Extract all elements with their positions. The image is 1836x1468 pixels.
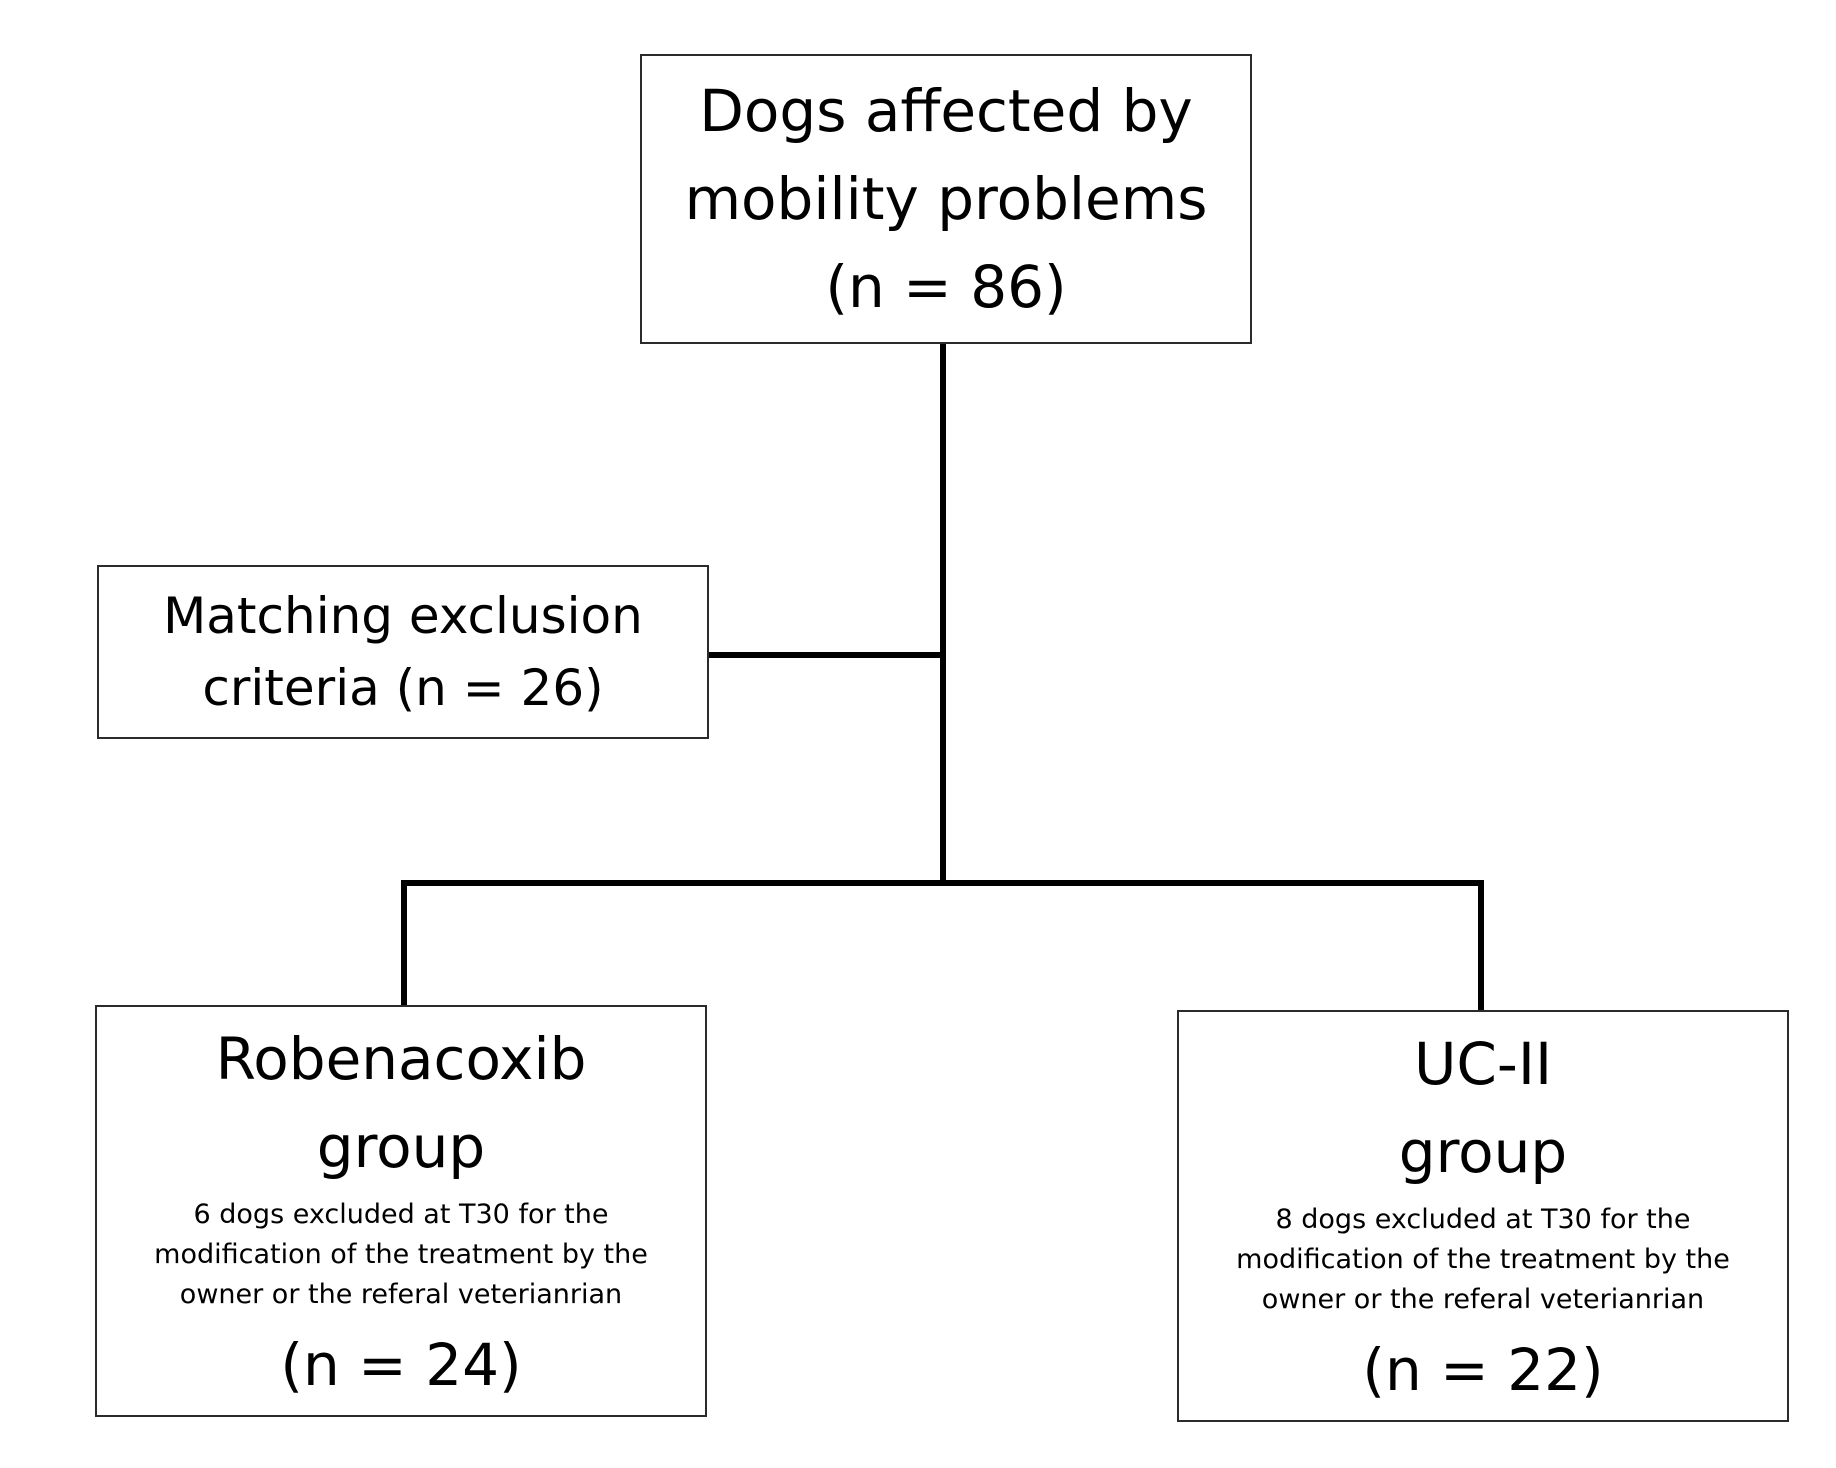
robenacoxib-title-line-2: group bbox=[316, 1113, 486, 1181]
robenacoxib-note-line-1: 6 dogs excluded at T30 for the bbox=[193, 1199, 609, 1230]
root-node-line-3: (n = 86) bbox=[825, 253, 1067, 321]
ucii-group-node: UC-II group 8 dogs excluded at T30 for t… bbox=[1177, 1010, 1789, 1422]
root-node-line-1: Dogs affected by bbox=[699, 77, 1193, 145]
ucii-exclusion-note: 8 dogs excluded at T30 for the modificat… bbox=[1236, 1200, 1730, 1320]
exclusion-node-line-1: Matching exclusion bbox=[163, 587, 643, 645]
ucii-note-line-3: owner or the referal veterianrian bbox=[1261, 1284, 1705, 1315]
ucii-title-line-1: UC-II bbox=[1413, 1030, 1553, 1098]
ucii-note-line-1: 8 dogs excluded at T30 for the bbox=[1275, 1204, 1691, 1235]
root-node-dogs-affected: Dogs affected by mobility problems (n = … bbox=[640, 54, 1252, 344]
robenacoxib-note-line-2: modification of the treatment by the bbox=[154, 1239, 648, 1270]
robenacoxib-group-node: Robenacoxib group 6 dogs excluded at T30… bbox=[95, 1005, 707, 1417]
robenacoxib-title-line-1: Robenacoxib bbox=[215, 1025, 587, 1093]
ucii-count: (n = 22) bbox=[1362, 1336, 1604, 1404]
ucii-title-line-2: group bbox=[1398, 1118, 1568, 1186]
robenacoxib-exclusion-note: 6 dogs excluded at T30 for the modificat… bbox=[154, 1195, 648, 1315]
ucii-note-line-2: modification of the treatment by the bbox=[1236, 1244, 1730, 1275]
exclusion-node: Matching exclusion criteria (n = 26) bbox=[97, 565, 709, 739]
robenacoxib-note-line-3: owner or the referal veterianrian bbox=[179, 1279, 623, 1310]
robenacoxib-count: (n = 24) bbox=[280, 1331, 522, 1399]
exclusion-node-line-2: criteria (n = 26) bbox=[202, 659, 604, 717]
root-node-line-2: mobility problems bbox=[684, 165, 1208, 233]
